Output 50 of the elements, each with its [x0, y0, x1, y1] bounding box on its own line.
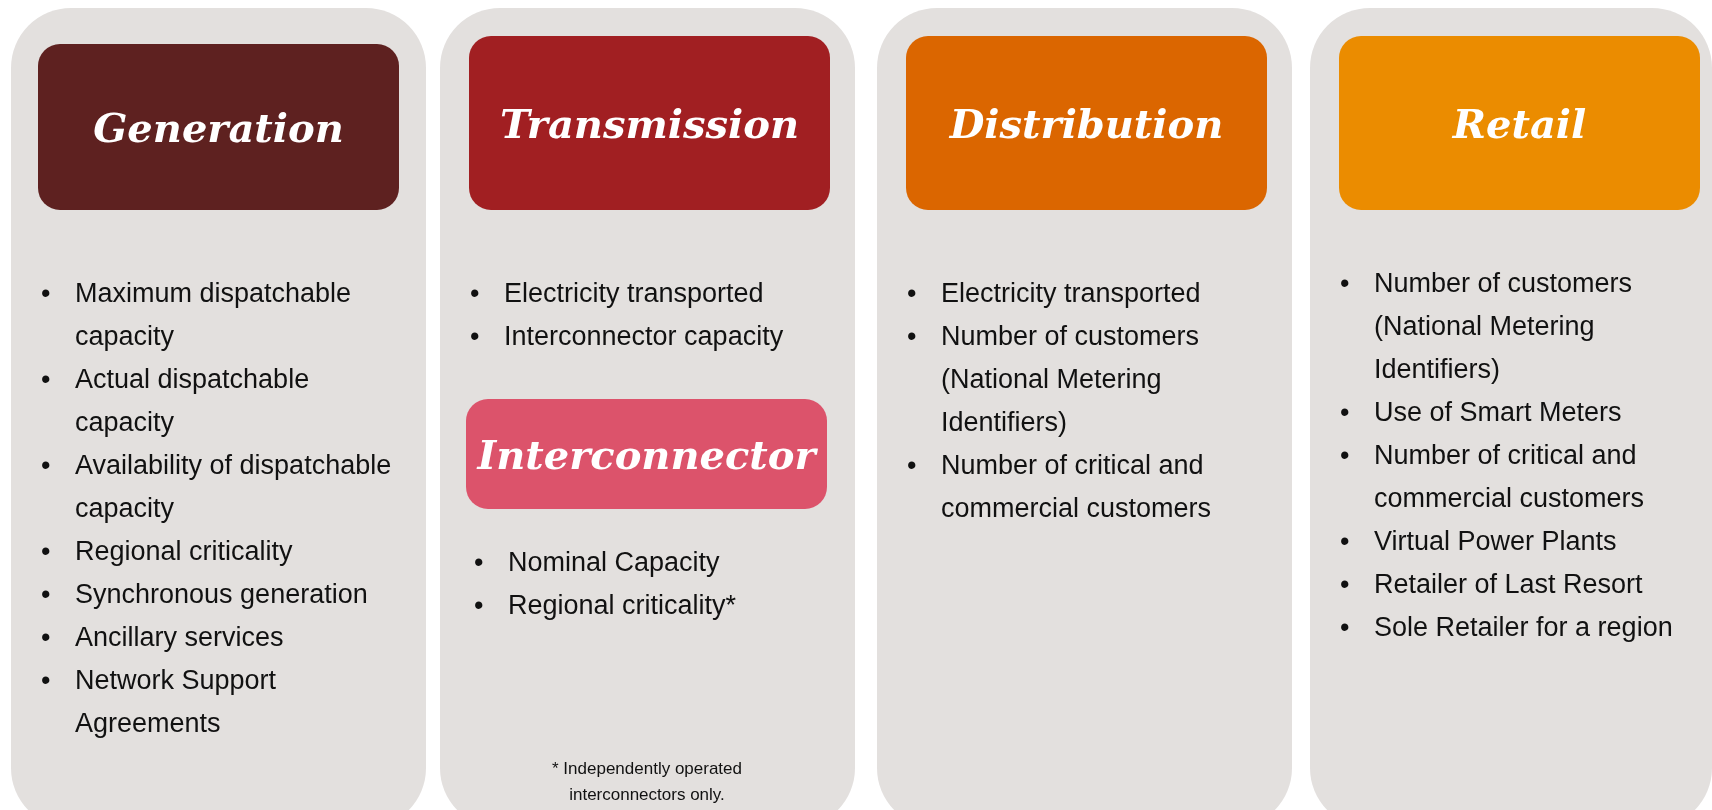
- bullet-marker: •: [41, 449, 52, 482]
- bullet-text: Maximum dispatchable capacity: [75, 277, 353, 353]
- bullet-text: Number of customers (National Metering Identifiers): [941, 320, 1201, 439]
- bullet-marker: •: [470, 277, 481, 310]
- bullet-marker: •: [470, 320, 481, 353]
- column-panel: [11, 8, 426, 810]
- bullet-marker: •: [41, 363, 52, 396]
- footnote: * Independently operated interconnectors only.: [551, 758, 743, 806]
- bullet-text: Number of customers (National Metering Identifiers): [1374, 267, 1634, 386]
- bullet-text: Regional criticality*: [508, 589, 737, 622]
- bullet-text: Network Support Agreements: [75, 664, 278, 740]
- bullet-text: Electricity transported: [941, 277, 1201, 310]
- bullet-text: Virtual Power Plants: [1374, 525, 1617, 558]
- bullet-marker: •: [41, 664, 52, 697]
- bullet-marker: •: [907, 320, 918, 353]
- category-header: Retail: [1339, 36, 1700, 210]
- bullet-marker: •: [1340, 568, 1351, 601]
- bullet-text: Sole Retailer for a region: [1374, 611, 1673, 644]
- bullet-text: Interconnector capacity: [504, 320, 784, 353]
- category-header: Generation: [38, 44, 399, 210]
- category-header: Distribution: [906, 36, 1267, 210]
- bullet-marker: •: [1340, 267, 1351, 300]
- bullet-text: Actual dispatchable capacity: [75, 363, 311, 439]
- bullet-text: Regional criticality: [75, 535, 293, 568]
- bullet-text: Availability of dispatchable capacity: [75, 449, 393, 525]
- bullet-text: Retailer of Last Resort: [1374, 568, 1643, 601]
- bullet-marker: •: [41, 277, 52, 310]
- bullet-marker: •: [1340, 611, 1351, 644]
- bullet-marker: •: [474, 546, 485, 579]
- column-panel: [1310, 8, 1712, 810]
- bullet-marker: •: [474, 589, 485, 622]
- bullet-marker: •: [1340, 525, 1351, 558]
- bullet-text: Number of critical and commercial customers: [1374, 439, 1646, 515]
- bullet-marker: •: [1340, 396, 1351, 429]
- bullet-marker: •: [41, 535, 52, 568]
- bullet-marker: •: [41, 578, 52, 611]
- column-panel: [440, 8, 855, 810]
- column-panel: [877, 8, 1292, 810]
- category-header: Interconnector: [466, 399, 827, 509]
- bullet-text: Ancillary services: [75, 621, 284, 654]
- bullet-text: Use of Smart Meters: [1374, 396, 1622, 429]
- bullet-text: Electricity transported: [504, 277, 764, 310]
- category-header: Transmission: [469, 36, 830, 210]
- bullet-text: Number of critical and commercial customers: [941, 449, 1213, 525]
- bullet-marker: •: [41, 621, 52, 654]
- bullet-text: Nominal Capacity: [508, 546, 720, 579]
- bullet-marker: •: [907, 277, 918, 310]
- bullet-marker: •: [907, 449, 918, 482]
- bullet-text: Synchronous generation: [75, 578, 368, 611]
- bullet-marker: •: [1340, 439, 1351, 472]
